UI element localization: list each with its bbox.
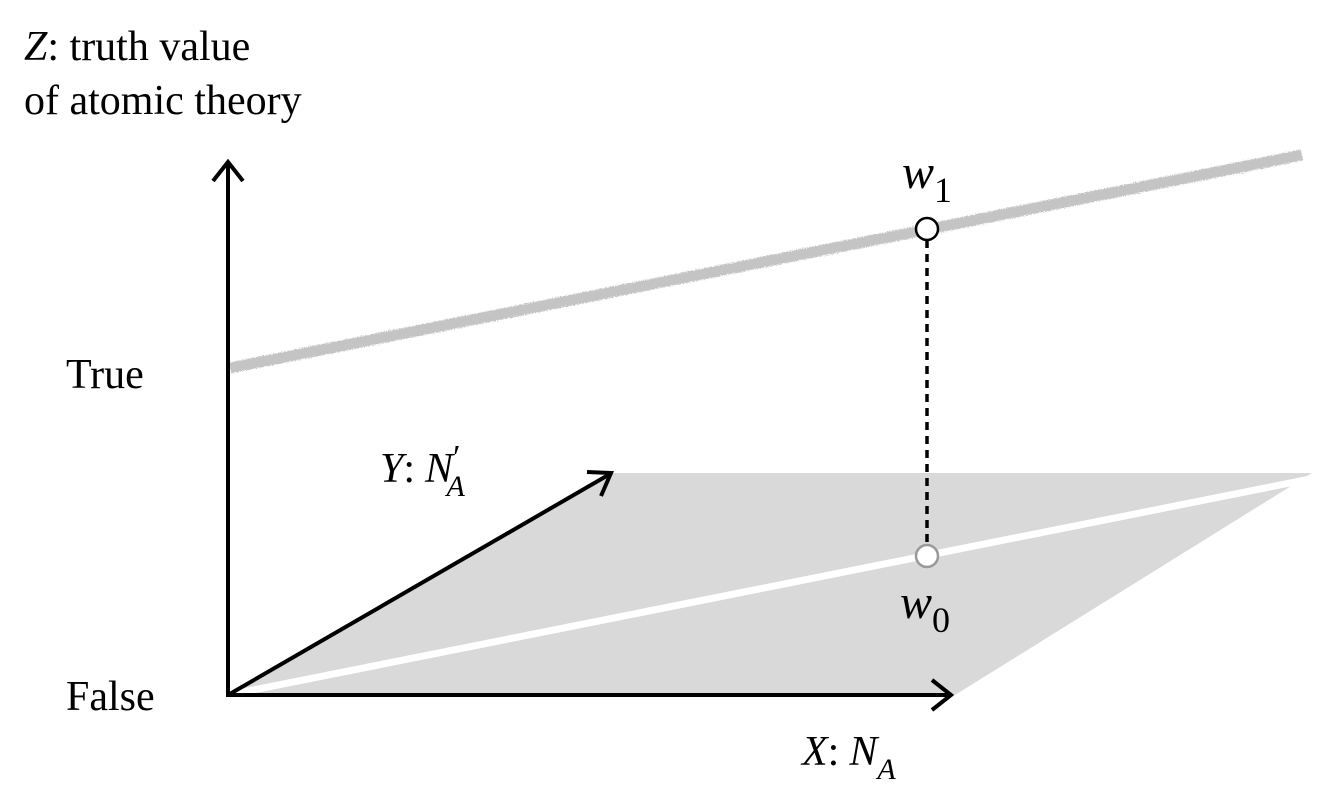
x-axis-sep: : (828, 729, 840, 775)
w0-letter: w (900, 576, 932, 629)
y-axis-label: Y:N′A (380, 439, 465, 503)
x-axis-var: X (800, 729, 830, 775)
plane-line (227, 475, 1311, 699)
w1-letter: w (902, 146, 934, 199)
z-axis-title: Z: truth value (24, 24, 250, 70)
y-axis-var: Y (380, 446, 408, 492)
w0-label: w0 (900, 576, 950, 640)
z-tick-true: True (66, 352, 144, 398)
x-axis-arrowhead (930, 678, 955, 712)
y-axis-prime: ′ (451, 439, 459, 476)
y-axis-arrowhead (586, 470, 614, 497)
w0-marker (914, 543, 940, 569)
y-axis (226, 470, 614, 697)
x-axis (226, 678, 955, 712)
z-tick-false: False (66, 674, 155, 720)
z-axis (211, 158, 245, 695)
w0-index: 0 (932, 600, 950, 640)
z-axis-arrowhead (211, 158, 245, 183)
z-axis-title-line2: of atomic theory (24, 78, 302, 124)
x-axis-quantity: N (848, 729, 879, 775)
y-axis-quantity: N (424, 446, 455, 492)
w1-marker (914, 216, 940, 242)
z-axis-title-rest: : truth value (47, 24, 250, 70)
x-axis-label: X:NA (800, 729, 896, 786)
w1-label: w1 (902, 146, 952, 210)
x-axis-subscript: A (875, 753, 896, 786)
true-line (228, 149, 1304, 374)
z-axis-var: Z (24, 24, 48, 70)
y-axis-subscript: A (444, 470, 465, 503)
w1-index: 1 (934, 170, 952, 210)
y-axis-sep: : (403, 446, 415, 492)
